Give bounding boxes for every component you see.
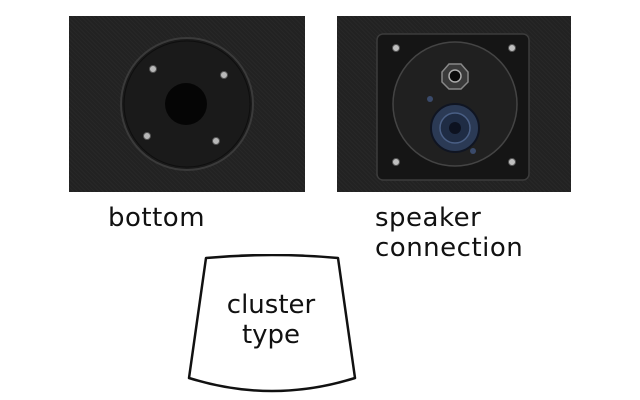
cluster-label-line2: type	[241, 320, 301, 350]
speakon-connector-icon	[427, 96, 480, 154]
bottom-caption-text: bottom	[108, 203, 206, 233]
speaker-connection-caption: speaker connection	[375, 203, 523, 263]
mount-screws	[143, 65, 228, 145]
cluster-type-outline	[187, 254, 357, 393]
connector-plate	[376, 33, 530, 181]
speaker-caption-line2: connection	[375, 233, 524, 263]
speaker-connection-photo	[337, 16, 571, 192]
cluster-label-line1: cluster	[226, 290, 316, 320]
bottom-photo	[69, 16, 305, 192]
bottom-mount-plate	[120, 37, 254, 171]
plate-screws	[392, 44, 516, 166]
bottom-caption: bottom	[108, 203, 205, 233]
cluster-type-label: cluster type	[200, 290, 342, 350]
jack-input-icon	[441, 63, 469, 90]
pole-mount-hole	[165, 83, 207, 125]
speaker-caption-line1: speaker	[375, 203, 482, 233]
